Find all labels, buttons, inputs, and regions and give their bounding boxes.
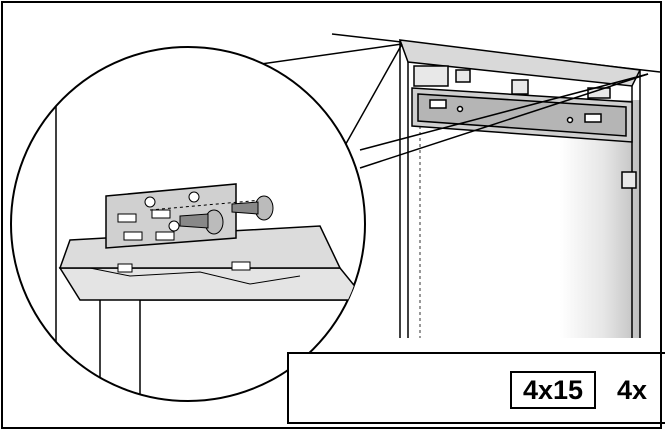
fastener-legend bbox=[287, 352, 665, 424]
detail-magnifier bbox=[10, 46, 366, 402]
screw-quantity-label: 4x bbox=[617, 374, 648, 405]
cabinet-drawing bbox=[331, 33, 661, 338]
screw-size-label: 4x15 bbox=[510, 371, 596, 409]
